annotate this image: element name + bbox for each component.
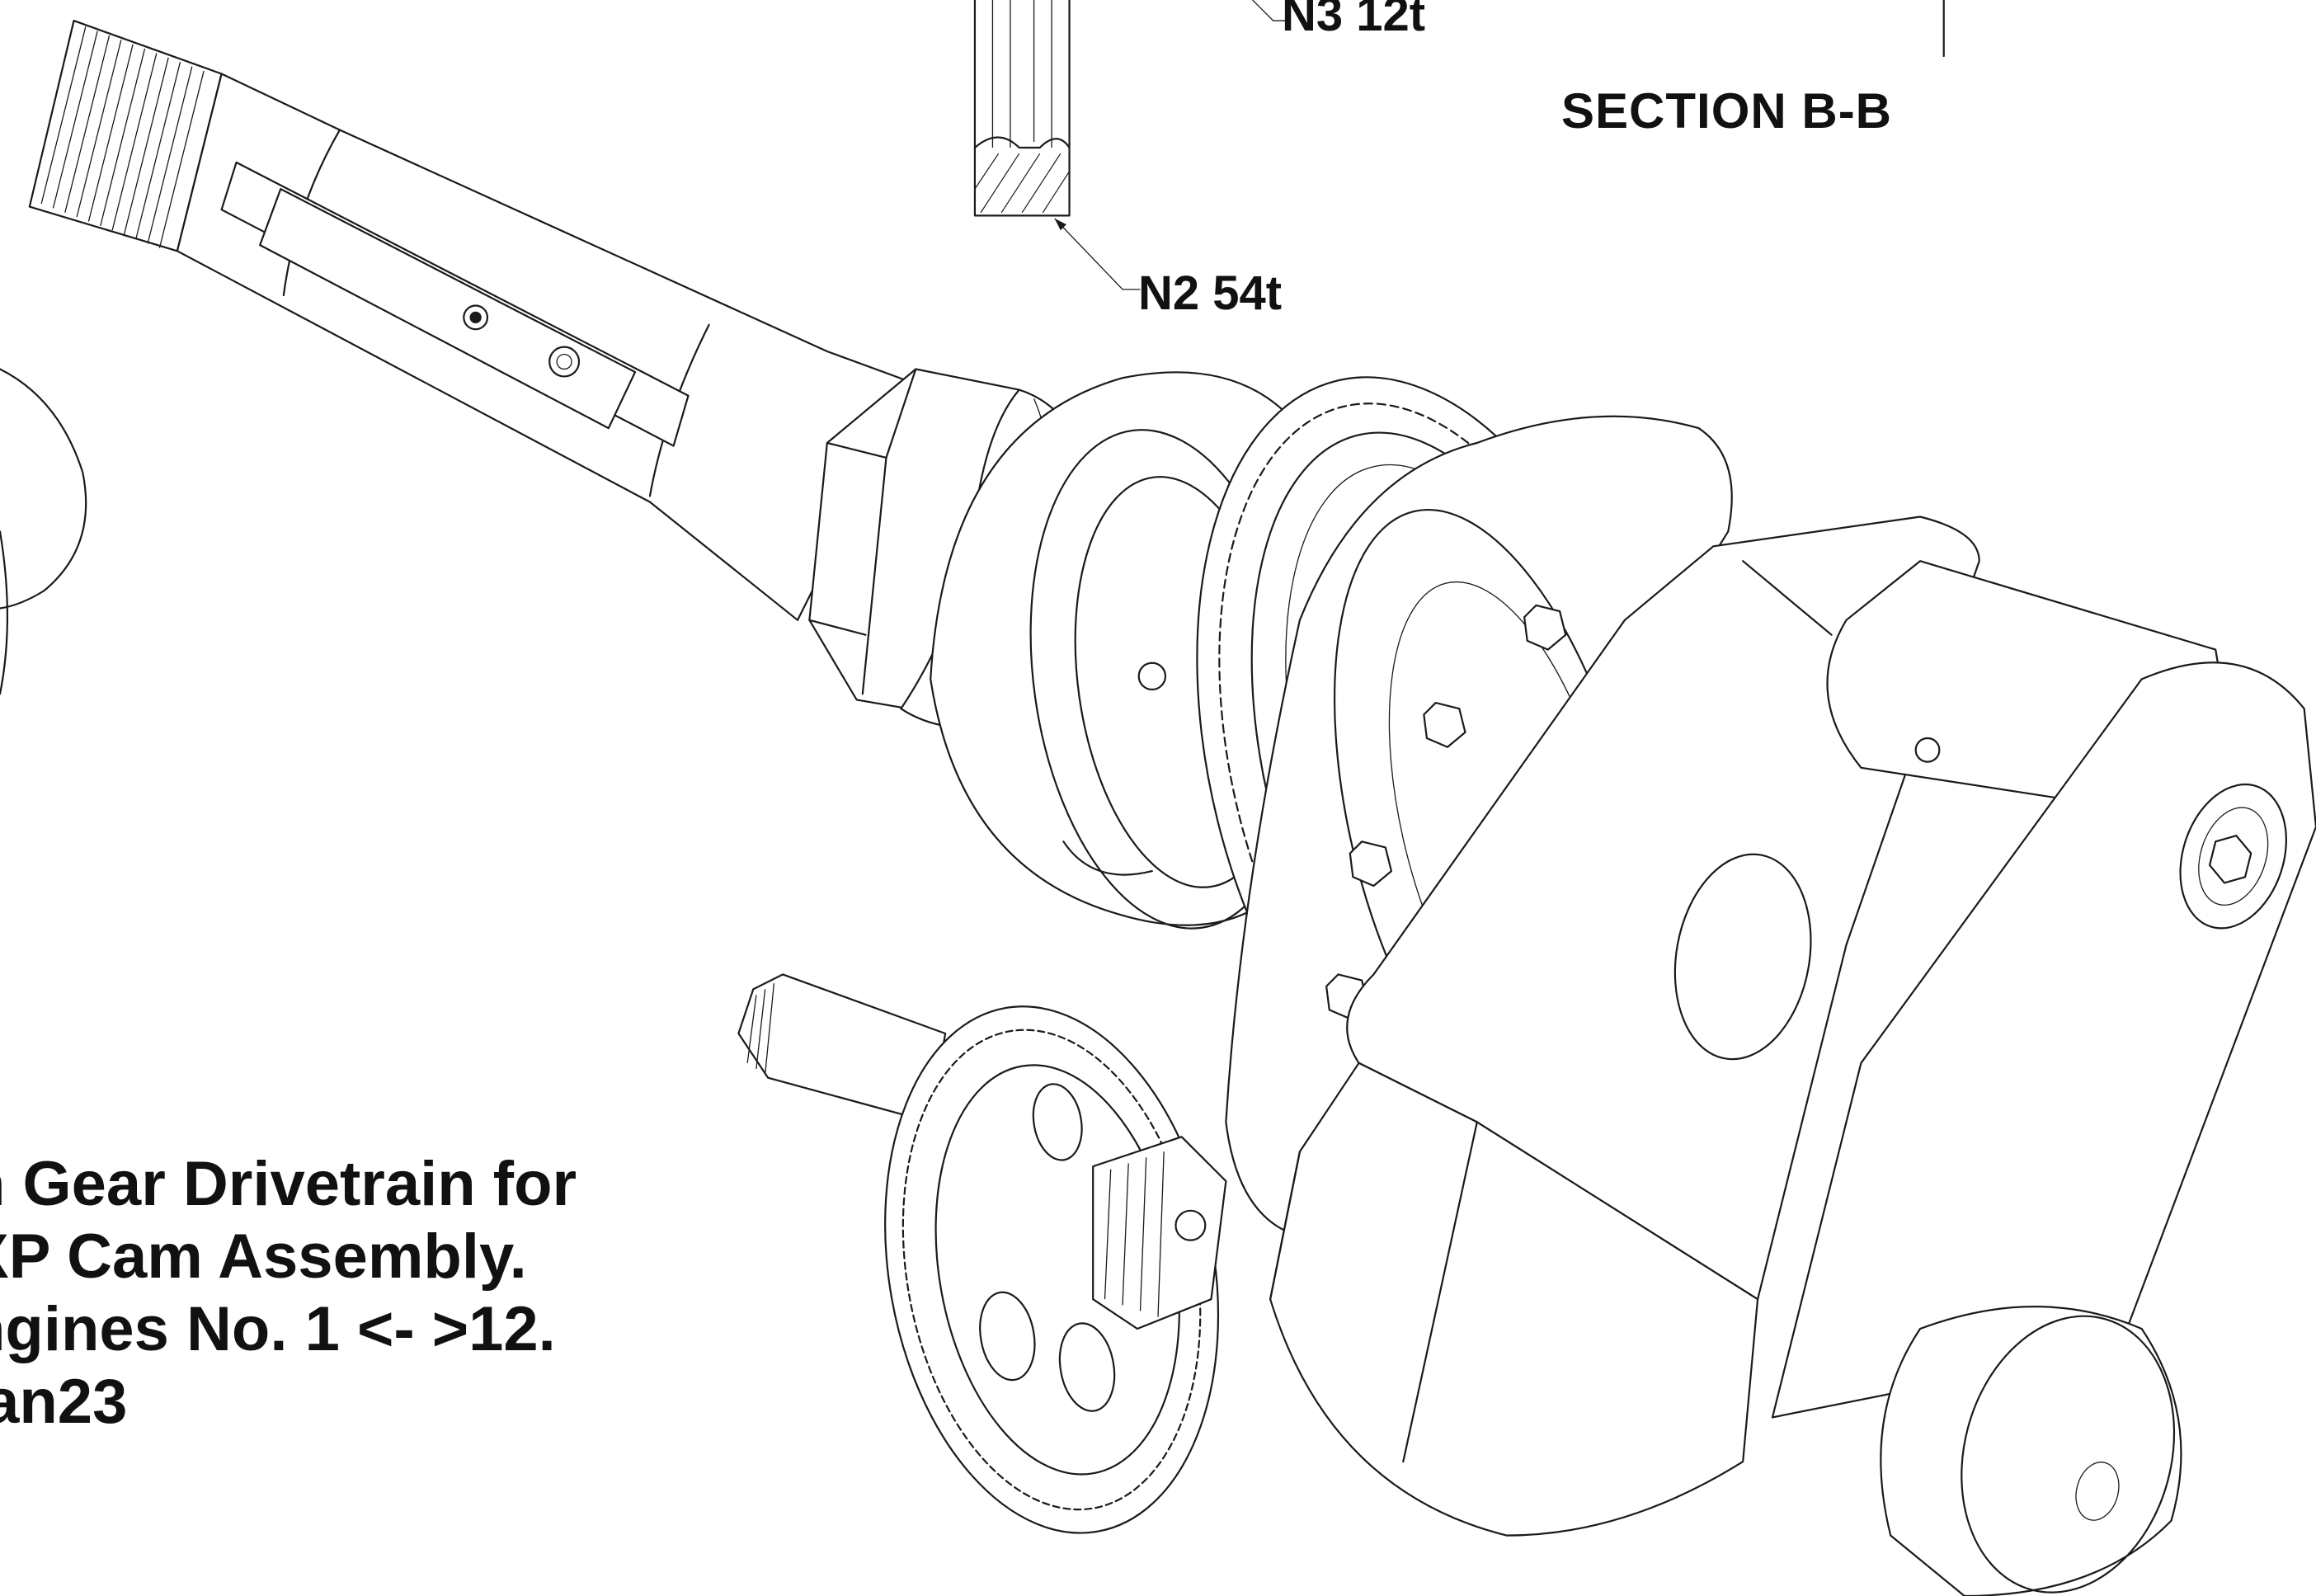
shaft-key — [222, 162, 689, 446]
section-n2-gear — [975, 0, 1944, 215]
crankshaft — [1270, 517, 2316, 1596]
leader-lines — [1055, 0, 1285, 290]
title-line-2: XP Cam Assembly. — [0, 1222, 527, 1292]
section-hatching — [975, 153, 1070, 213]
gear-label-n3: N3 12t — [1282, 0, 1426, 41]
mainshaft — [30, 21, 916, 620]
left-partial-part — [0, 370, 86, 694]
section-title: SECTION B-B — [1561, 83, 1892, 139]
title-line-1: n Gear Drivetrain for — [0, 1149, 577, 1219]
title-block: n Gear Drivetrain for XP Cam Assembly. n… — [0, 1148, 709, 1438]
title-line-4: jan23 — [0, 1367, 128, 1437]
title-line-3: ngines No. 1 <- >12. — [0, 1294, 556, 1364]
gear-label-n2: N2 54t — [1138, 266, 1283, 320]
shaft-thread — [30, 21, 222, 251]
cam-gear-assembly — [738, 974, 1258, 1560]
